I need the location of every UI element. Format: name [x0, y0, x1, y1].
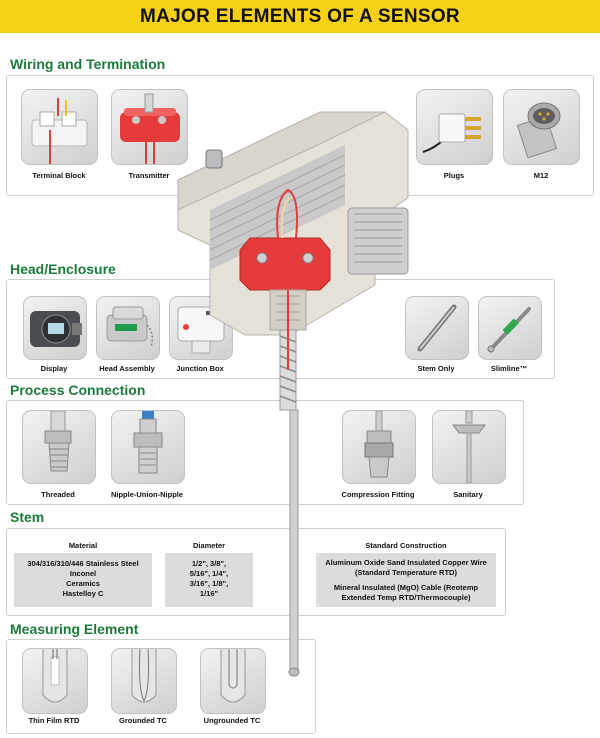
material-line: 304/316/310/446 Stainless Steel: [27, 559, 139, 568]
ungrounded-tc-icon: [200, 648, 266, 714]
page-title: MAJOR ELEMENTS OF A SENSOR: [140, 6, 460, 27]
diameter-box: 1/2", 3/8", 5/16", 1/4", 3/16", 1/8", 1/…: [165, 553, 253, 607]
diameter-line: 5/16", 1/4",: [189, 569, 229, 578]
construction-heading: Standard Construction: [365, 541, 447, 550]
stem-only-icon: [405, 296, 469, 360]
material-box: 304/316/310/446 Stainless Steel Inconel …: [14, 553, 152, 607]
caption-stem-only: Stem Only: [417, 364, 455, 373]
caption-grounded-tc: Grounded TC: [119, 716, 167, 725]
caption-transmitter: Transmitter: [128, 171, 170, 180]
caption-compression-fitting: Compression Fitting: [341, 490, 415, 499]
plugs-icon: [416, 89, 493, 165]
title-banner: MAJOR ELEMENTS OF A SENSOR: [0, 0, 600, 33]
caption-nipple-union-nipple: Nipple-Union-Nipple: [110, 490, 184, 499]
caption-ungrounded-tc: Ungrounded TC: [203, 716, 261, 725]
diameter-line: 1/2", 3/8",: [191, 559, 227, 568]
construction-line: Mineral Insulated (MgO) Cable (Reotemp: [333, 583, 479, 592]
caption-junction-box: Junction Box: [176, 364, 224, 373]
caption-m12: M12: [533, 171, 549, 180]
material-line: Inconel: [69, 569, 97, 578]
threaded-fitting-icon: [22, 410, 96, 484]
caption-terminal-block: Terminal Block: [32, 171, 86, 180]
section-title-head: Head/Enclosure: [10, 261, 116, 277]
m12-connector-icon: [503, 89, 580, 165]
thin-film-rtd-icon: [22, 648, 88, 714]
display-head-icon: [23, 296, 87, 360]
section-title-measuring: Measuring Element: [10, 621, 139, 637]
construction-box: Aluminum Oxide Sand Insulated Copper Wir…: [316, 553, 496, 607]
material-heading: Material: [68, 541, 98, 550]
caption-head-assembly: Head Assembly: [99, 364, 155, 373]
terminal-block-icon: [21, 89, 98, 165]
section-title-stem: Stem: [10, 509, 45, 525]
slimline-icon: [478, 296, 542, 360]
diameter-heading: Diameter: [192, 541, 226, 550]
sensor-cutaway-illustration: [170, 70, 420, 690]
construction-line: Aluminum Oxide Sand Insulated Copper Wir…: [325, 558, 487, 567]
section-title-process: Process Connection: [10, 382, 146, 398]
construction-line: Extended Temp RTD/Thermocouple): [341, 593, 471, 602]
section-title-wiring: Wiring and Termination: [10, 56, 166, 72]
head-assembly-icon: [96, 296, 160, 360]
compression-fitting-icon: [342, 410, 416, 484]
caption-sanitary: Sanitary: [453, 490, 483, 499]
caption-display: Display: [40, 364, 68, 373]
caption-thin-film-rtd: Thin Film RTD: [28, 716, 80, 725]
diameter-line: 1/16": [199, 589, 219, 598]
caption-plugs: Plugs: [443, 171, 465, 180]
construction-line: (Standard Temperature RTD): [355, 568, 457, 577]
transmitter-icon: [111, 89, 188, 165]
sanitary-fitting-icon: [432, 410, 506, 484]
caption-threaded: Threaded: [41, 490, 75, 499]
material-line: Ceramics: [66, 579, 100, 588]
nipple-union-nipple-icon: [111, 410, 185, 484]
grounded-tc-icon: [111, 648, 177, 714]
diameter-line: 3/16", 1/8",: [189, 579, 229, 588]
material-line: Hastelloy C: [62, 589, 104, 598]
caption-slimline: Slimline™: [490, 364, 528, 373]
